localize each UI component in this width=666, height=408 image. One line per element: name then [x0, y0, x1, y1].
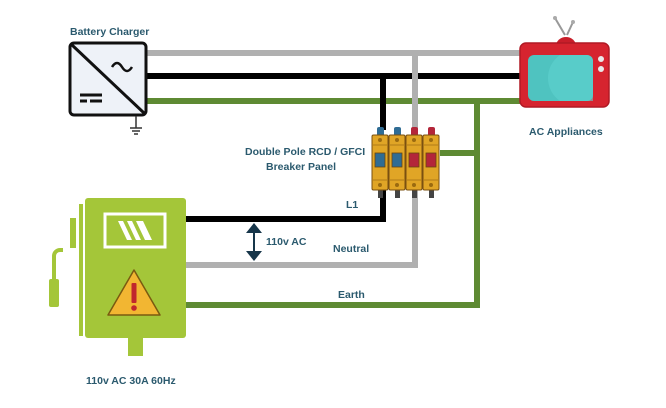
voltage-label: 110v AC: [266, 236, 307, 248]
supply-side-clip: [70, 218, 76, 248]
ac-appliances-label: AC Appliances: [529, 126, 603, 138]
charger-diagonal: [70, 43, 146, 115]
neutral-wire-vertical: [185, 53, 418, 268]
neutral-label: Neutral: [333, 243, 369, 255]
battery-charger: Battery Charger: [68, 26, 149, 135]
power-supply-box: 110v AC 30A 60Hz: [49, 198, 186, 387]
breaker-panel-label-line1: Double Pole RCD / GFCI: [245, 146, 365, 158]
supply-side-rail: [79, 204, 83, 336]
tv-antenna-right: [566, 21, 574, 36]
breaker-module: [405, 127, 423, 198]
live-wire-l1: [185, 190, 386, 222]
battery-charger-label: Battery Charger: [70, 26, 149, 38]
blue-indicator: [391, 152, 403, 168]
breaker-panel-label-line2: Breaker Panel: [266, 161, 336, 173]
red-indicator: [408, 152, 420, 168]
battery-stripes: [118, 221, 152, 240]
battery-indicator-icon: [103, 212, 167, 249]
earth-wire-vertical: [185, 101, 480, 308]
tv-antenna-left: [554, 17, 566, 36]
wires: [146, 50, 525, 308]
warning-icon: [107, 269, 161, 316]
supply-body: [85, 198, 186, 338]
dc-symbol-icon: [80, 93, 102, 103]
ground-icon: [130, 116, 142, 135]
supply-foot: [128, 338, 143, 356]
breaker-panel: Double Pole RCD / GFCI Breaker Panel: [245, 127, 440, 198]
breaker-modules: [371, 127, 440, 198]
supply-plug: [49, 279, 59, 307]
ac-appliances: AC Appliances: [519, 16, 610, 138]
l1-label: L1: [346, 199, 358, 211]
breaker-module: [388, 127, 406, 198]
tv-knob-bottom: [598, 66, 604, 72]
tv-knob-top: [598, 56, 604, 62]
earth-label: Earth: [338, 289, 365, 301]
breaker-module: [422, 127, 440, 198]
blue-indicator: [374, 152, 386, 168]
red-indicator: [425, 152, 437, 168]
breaker-module: [371, 127, 389, 198]
voltage-arrow-icon: [246, 223, 262, 261]
ac-wave-icon: [110, 61, 134, 73]
supply-spec-label: 110v AC 30A 60Hz: [86, 375, 176, 387]
supply-cable: [52, 248, 63, 284]
